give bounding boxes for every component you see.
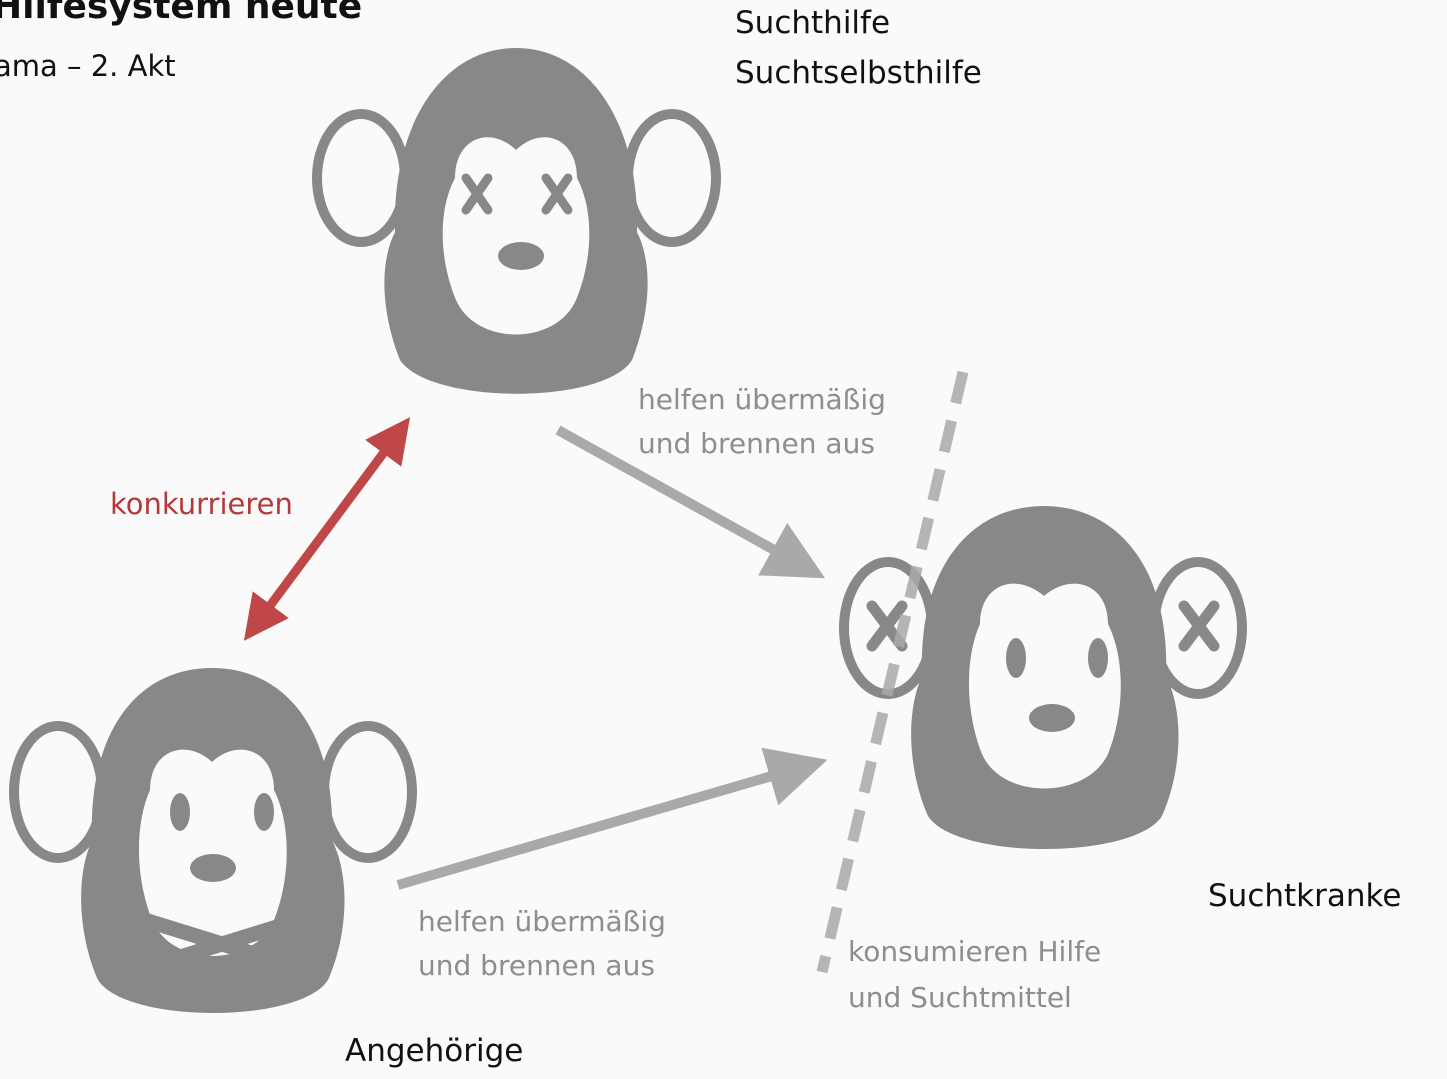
page-title: Hilfesystem heute [0, 0, 363, 27]
monkey-see-no-evil-icon [312, 48, 721, 394]
compete-label: konkurrieren [110, 487, 293, 521]
divider-dashed-line [816, 370, 969, 974]
relatives-relation-line2: und brennen aus [418, 949, 655, 982]
monkey-speak-no-evil-icon [9, 668, 417, 1013]
addicts-label: Suchtkranke [1208, 878, 1402, 914]
page-subtitle: ama – 2. Akt [0, 49, 176, 83]
helpers-label-line1: Suchthilfe [735, 5, 891, 41]
arrow-helpers-to-addicts [555, 425, 826, 579]
relatives-relation-line1: helfen übermäßig [418, 905, 666, 938]
helpers-relation-line2: und brennen aus [638, 427, 875, 460]
arrow-compete-double [243, 417, 411, 641]
monkey-hear-no-evil-icon [839, 506, 1247, 849]
arrow-relatives-to-addicts [396, 747, 828, 890]
consume-relation-line2: und Suchtmittel [848, 981, 1072, 1014]
relatives-label: Angehörige [345, 1033, 524, 1069]
helpers-label-line2: Suchtselbsthilfe [735, 55, 982, 91]
consume-relation-line1: konsumieren Hilfe [848, 935, 1102, 968]
helpers-relation-line1: helfen übermäßig [638, 383, 886, 416]
